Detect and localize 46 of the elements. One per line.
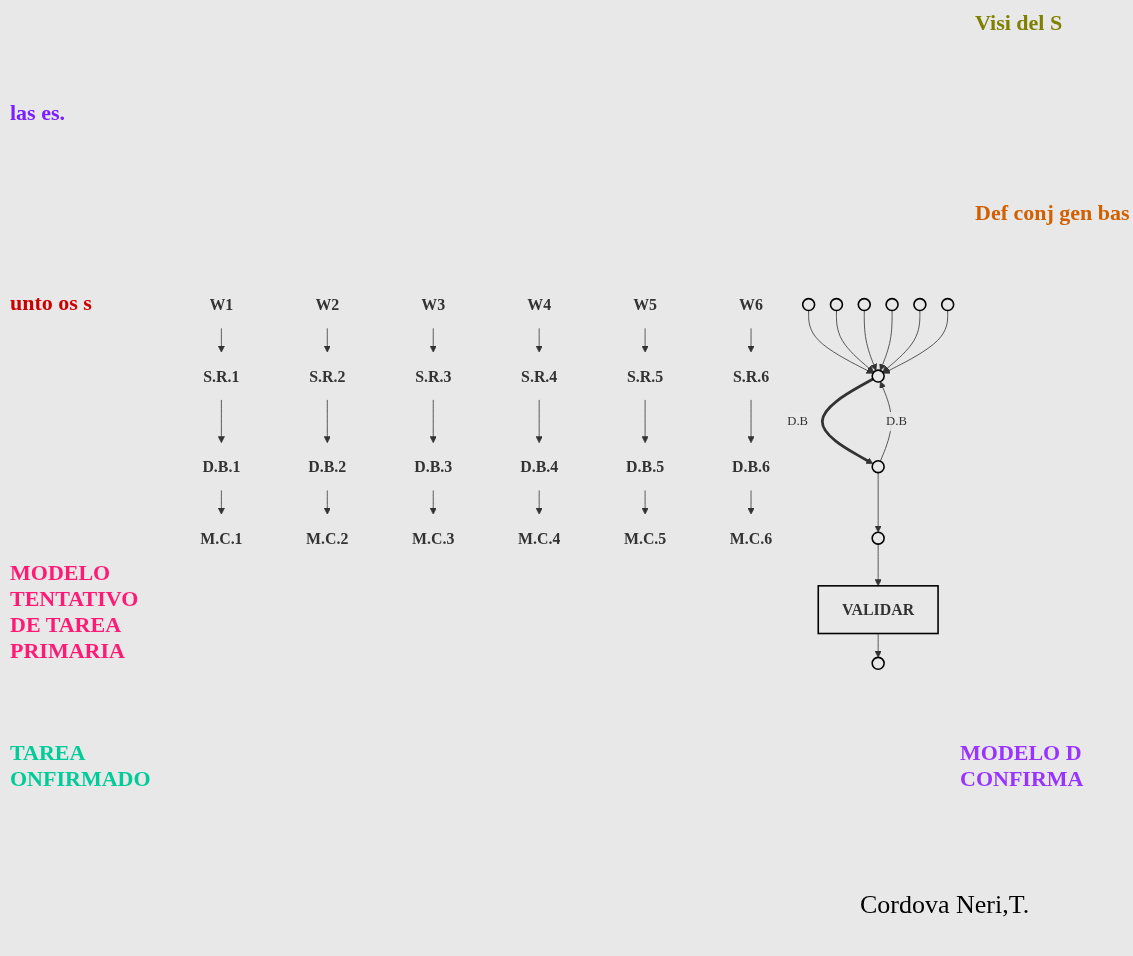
node-text: D.B.6 [732,457,771,476]
annotation-text: las es. [10,100,66,126]
node-text: D.B.3 [414,457,453,476]
annotation-text: Def conj gen bas [975,200,1131,226]
node-text: M.C.6 [729,529,773,547]
node-text: M.C.2 [306,529,349,547]
node-text: M.C.4 [517,529,561,547]
annotation-text: MODELO D CONFIRMA [960,740,1085,792]
annotation-text: unto os s [10,290,93,316]
node-text: S.R.2 [309,367,346,385]
node-ellipse [913,297,927,312]
node-text: S.R.4 [521,367,558,385]
edge-label: D.B [886,414,907,428]
node-text: S.R.1 [203,367,240,385]
node-ellipse [871,656,885,671]
node-text: M.C.3 [412,529,455,547]
node-text: W6 [739,295,763,314]
node-text: W2 [315,295,340,314]
node-ellipse [829,297,844,312]
node-text: S.R.6 [732,367,770,385]
node-text: W1 [209,295,234,314]
node-ellipse [871,459,885,474]
node-text: M.C.1 [200,529,243,547]
node-text: D.B.5 [626,457,665,476]
node-text: D.B.4 [520,457,559,476]
node-text: D.B.2 [308,457,347,476]
node-ellipse [857,297,871,312]
node-text: W3 [421,295,446,314]
node-ellipse [940,297,955,312]
annotation-text: TAREA ONFIRMADO [10,740,152,792]
node-ellipse [871,531,885,545]
node-box: VALIDAR [817,585,939,635]
node-text: D.B.1 [202,457,241,476]
edge-label: D.B [787,414,809,428]
annotation-text: MODELO TENTATIVO DE TAREA PRIMARIA [10,560,140,664]
annotation-text: Visi del S [975,10,1064,36]
node-text: S.R.5 [627,367,664,385]
author-credit: Cordova Neri,T. [860,890,1031,920]
node-text: S.R.3 [415,367,452,385]
node-ellipse [801,297,816,312]
node-text: M.C.5 [623,529,667,547]
node-text: W4 [527,295,552,314]
arrow [820,377,874,465]
node-ellipse [871,369,885,383]
node-text: W5 [633,295,658,314]
node-ellipse [885,297,899,312]
